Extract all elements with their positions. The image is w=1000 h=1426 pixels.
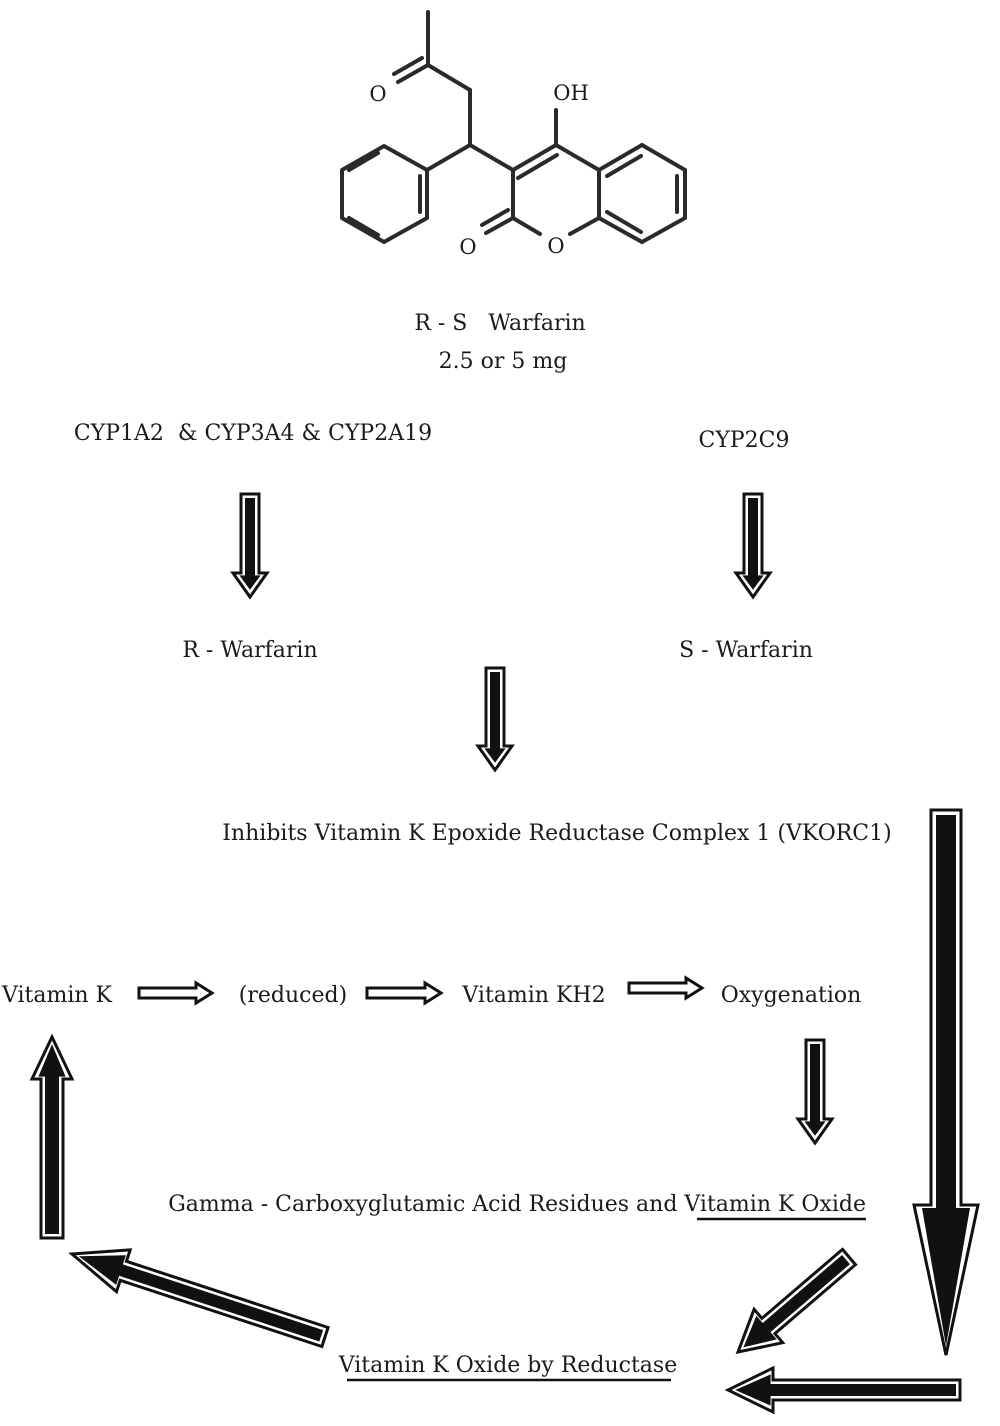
benzo-ring [597, 143, 687, 244]
enzyme-s-label: CYP2C9 [699, 428, 790, 453]
kh2-to-oxygenation-arrow [627, 975, 705, 1001]
r-metabolism-arrow [230, 492, 270, 600]
pyrone-ring [480, 108, 601, 236]
r-warfarin-label: R - Warfarin [182, 638, 317, 663]
arrows-layer [29, 492, 980, 1415]
gamma-vitamin-k-oxide: Vitamin K Oxide [683, 1192, 866, 1217]
to-inhibits-arrow [475, 666, 515, 773]
gamma-prefix: Gamma - Carboxyglutamic Acid Residues an… [168, 1192, 684, 1217]
vitamin-k-to-reduced-arrow [137, 980, 215, 1006]
oxygenation-down-arrow [795, 1038, 835, 1146]
warfarin-title: R - S Warfarin [414, 311, 585, 336]
gamma-carboxyglutamic-label: Gamma - Carboxyglutamic Acid Residues an… [168, 1192, 866, 1217]
reduced-to-kh2-arrow [365, 980, 444, 1006]
vitamin-k-label: Vitamin K [1, 983, 113, 1008]
reduced-label: (reduced) [239, 983, 347, 1008]
ketone-oxygen-label: O [369, 82, 386, 106]
s-metabolism-arrow [733, 492, 773, 600]
s-warfarin-label: S - Warfarin [679, 638, 813, 663]
ring-oxygen-label: O [547, 234, 564, 258]
gamma-to-reductase-arrow [735, 1247, 858, 1355]
up-to-vitamin-k-arrow [29, 1033, 75, 1240]
hydroxyl-label: OH [553, 81, 589, 105]
warfarin-dose: 2.5 or 5 mg [439, 349, 568, 374]
vitamin-kh2-label: Vitamin KH2 [461, 983, 605, 1008]
oxide-reductase-label: Vitamin K Oxide by Reductase [338, 1353, 678, 1378]
side-chain [392, 10, 515, 172]
inhibits-vkorc1-label: Inhibits Vitamin K Epoxide Reductase Com… [222, 821, 891, 846]
warfarin-structure: O OH O O [340, 10, 687, 259]
oxygenation-label: Oxygenation [721, 983, 862, 1008]
bottom-left-arrow [724, 1365, 962, 1415]
reductase-to-vitamin-k-arrow [68, 1248, 330, 1349]
lactone-carbonyl-oxygen-label: O [459, 235, 476, 259]
phenyl-ring [340, 144, 429, 244]
enzymes-r-label: CYP1A2 & CYP3A4 & CYP2A19 [74, 421, 432, 446]
inhibition-big-arrow [912, 808, 980, 1356]
